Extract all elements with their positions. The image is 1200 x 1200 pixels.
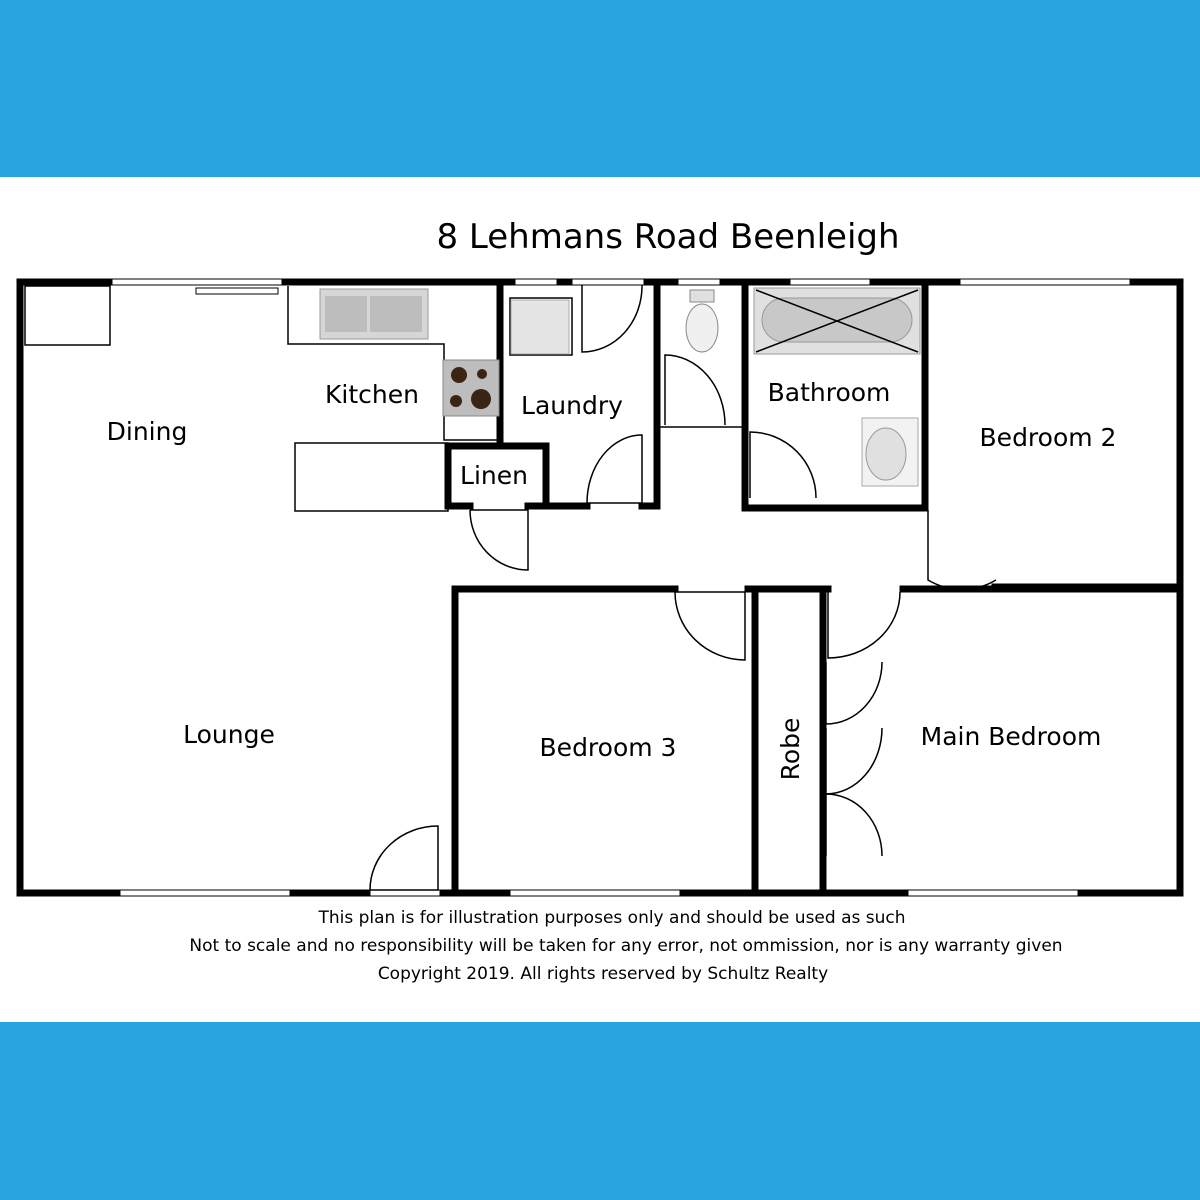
door-bathroom: [749, 431, 817, 499]
disclaimer-line1: This plan is for illustration purposes o…: [317, 908, 905, 928]
windows: [111, 278, 1131, 897]
basin-icon: [865, 427, 907, 481]
window-dining: [111, 278, 283, 286]
window-laundry-a: [514, 278, 558, 286]
top-blue-band: [0, 0, 1200, 177]
room-label-main-bedroom: Main Bedroom: [921, 722, 1102, 751]
kitchen-bench: [287, 286, 500, 441]
door-toilet: [664, 354, 726, 426]
room-label-dining: Dining: [107, 417, 188, 446]
laundry-tub: [509, 297, 573, 356]
door-main-bedroom: [827, 591, 901, 659]
window-slider: [195, 287, 279, 295]
toilet-cistern-icon: [689, 289, 715, 303]
toilet-icon: [685, 303, 719, 353]
bathtub-cross-b: [755, 289, 919, 353]
sink-bowl-left: [325, 296, 367, 332]
room-label-bedroom2: Bedroom 2: [980, 423, 1117, 452]
door-front: [369, 825, 439, 891]
disclaimer-line3: Copyright 2019. All rights reserved by S…: [378, 964, 828, 984]
room-label-lounge: Lounge: [183, 720, 275, 749]
window-main-bedroom: [907, 889, 1079, 897]
window-laundry-b: [571, 278, 645, 286]
room-label-bedroom3: Bedroom 3: [540, 733, 677, 762]
front-door-gap: [369, 889, 441, 897]
sink-bowl-right: [370, 296, 422, 332]
door-bedroom3: [674, 591, 746, 661]
window-lounge: [119, 889, 291, 897]
bathtub-basin: [761, 297, 913, 343]
burner-icon: [471, 389, 491, 409]
cooktop-icon: [442, 359, 500, 417]
room-label-linen: Linen: [460, 461, 528, 490]
room-label-robe: Robe: [776, 718, 805, 781]
door-robe-a: [825, 661, 883, 725]
burner-icon: [451, 367, 467, 383]
fixtures: [319, 287, 921, 487]
room-label-kitchen: Kitchen: [325, 380, 419, 409]
door-robe-b: [825, 727, 883, 795]
room-labels: Dining Kitchen Laundry Bathroom Bedroom …: [107, 378, 1117, 780]
door-linen: [469, 509, 529, 571]
laundry-tub-icon: [510, 299, 570, 355]
bottom-blue-band: [0, 1022, 1200, 1200]
door-laundry-external: [581, 284, 643, 353]
plan-title: 8 Lehmans Road Beenleigh: [436, 217, 899, 257]
dining-cabinet: [24, 285, 111, 346]
room-label-laundry: Laundry: [521, 391, 623, 420]
window-bedroom2: [959, 278, 1131, 286]
disclaimer-line2: Not to scale and no responsibility will …: [189, 936, 1062, 956]
burner-icon: [450, 395, 462, 407]
burner-icon: [477, 369, 487, 379]
door-robe-c: [825, 793, 883, 857]
room-label-bathroom: Bathroom: [768, 378, 891, 407]
kitchen-island: [294, 442, 449, 512]
walls: [16, 278, 1184, 897]
window-bedroom3: [509, 889, 681, 897]
door-bedroom2: [927, 510, 997, 591]
disclaimer: This plan is for illustration purposes o…: [189, 908, 1062, 984]
window-toilet: [677, 278, 721, 286]
door-laundry-internal: [586, 434, 643, 504]
doors: [369, 284, 997, 891]
window-bathroom: [789, 278, 871, 286]
